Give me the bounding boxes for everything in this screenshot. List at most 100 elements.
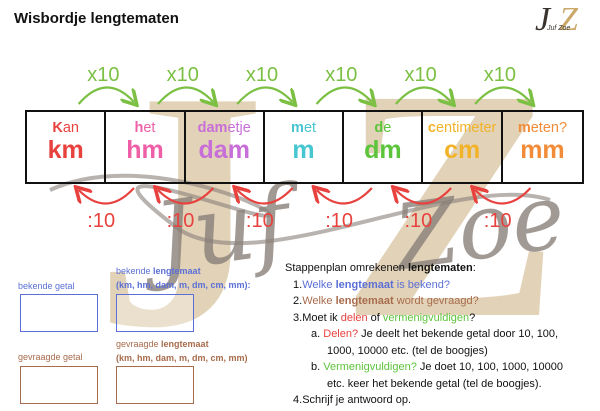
page-title: Wisbordje lengtematen [14,10,179,27]
divide-arrow [237,188,294,205]
divide-arrow [158,188,215,205]
step-4: 4.Schrijf je antwoord op. [285,392,595,409]
multiply-arrow [474,86,530,104]
step-3-q: ? [469,311,476,324]
unit-abbr: mm [520,136,565,164]
stappenplan-heading: Stappenplan omrekenen lengtematen: [285,260,595,277]
divide-arrow [317,188,373,205]
step-1-c: is bekend? [393,278,450,291]
multiply-arrow [157,86,213,104]
step-3-a: Moet ik [302,311,341,324]
unit-word: met [265,120,342,136]
step-2-text: Welke lengtemaat wordt gevraagd? [302,295,479,307]
unit-word-rest: etje [227,120,251,136]
step-1-text: Welke lengtemaat is bekend? [302,279,450,291]
heading-bold: lengtematen [407,262,473,274]
unit-word: centimeter [423,120,500,136]
multiply-label: x10 [166,64,199,86]
bekende-lengtemaat-box[interactable] [116,294,194,332]
gevraagde-getal-box[interactable] [20,366,98,404]
step-3a-text: Je deelt het bekende getal door 10, 100, [358,328,559,340]
multiply-label: x10 [87,64,120,86]
step-4-text: Schrijf je antwoord op. [302,394,412,406]
bekende-getal-box[interactable] [20,294,98,332]
step-2-b: lengtemaat [335,295,394,307]
multiply-arrow [236,86,292,104]
step-3-vermenigvuldigen: vermenigvuldigen [382,311,470,324]
unit-word: de [344,120,421,136]
unit-word: het [106,120,183,136]
heading-post: : [472,262,476,274]
label-bekende-prefix: bekende [116,266,154,276]
multiply-label: x10 [245,64,279,86]
step-3a-delen: Delen? [323,328,359,340]
label-bekende-bold: lengtemaat [153,266,201,276]
divide-label: :10 [483,210,512,232]
unit-word-prefix: c [427,120,436,136]
unit-abbr: dam [198,136,250,164]
step-2-num: 2. [293,295,303,307]
label-gevraagde-bold: lengtemaat [161,339,209,349]
unit-word-rest: entimeter [435,120,497,136]
unit-word-rest: et [303,120,317,136]
label-bekende-getal: bekende getal [18,281,75,291]
divide-label: :10 [325,210,353,232]
stappenplan: Stappenplan omrekenen lengtematen: 1.Wel… [285,260,595,409]
step-3a-num: a. [311,328,321,340]
unit-word-prefix: K [52,120,63,136]
unit-word-prefix: d [374,120,384,136]
unit-abbr: cm [444,136,481,164]
multiply-label: x10 [483,64,517,86]
unit-word: dametje [186,120,263,136]
logo-letter-z: Z [559,1,578,38]
unit-abbr: dm [364,136,402,164]
step-3b-verm: Vermenigvuldigen? [323,361,417,373]
multiply-arrow [395,86,451,104]
step-2: 2.Welke lengtemaat wordt gevraagd? [285,293,595,310]
divide-arrow [475,188,532,205]
unit-word-rest: an [62,120,79,136]
divide-label: :10 [166,210,195,232]
divide-label: :10 [404,210,433,232]
step-3-num: 3. [293,311,303,324]
logo-letter-j: J [535,1,551,38]
unit-word-rest: e [383,120,392,136]
gevraagde-lengtemaat-box[interactable] [116,366,194,404]
step-3: 3.Moet ik delen of vermenigvuldigen? [285,310,595,327]
unit-word-prefix: dam [197,120,228,136]
label-gevraagde-units: (km, hm, dam, m, dm, cm, mm) [116,353,248,363]
unit-word-rest: et [143,120,156,136]
unit-abbr: km [47,136,84,164]
step-3a: a. Delen? Je deelt het bekende getal doo… [285,326,595,343]
unit-word: Kan [27,120,104,136]
multiply-arrow [315,86,372,104]
step-2-c: wordt gevraagd? [393,295,479,307]
unit-word: meten? [503,120,582,136]
divide-arrow [79,188,135,205]
divide-label: :10 [87,210,116,232]
label-gevraagde-prefix: gevraagde [116,339,162,349]
step-3-of: of [367,311,383,324]
divide-label: :10 [245,210,274,232]
unit-abbr: m [292,136,315,164]
unit-word-prefix: m [517,120,531,136]
unit-cell-mm: meten?mm [503,112,582,182]
multiply-label: x10 [404,64,437,86]
label-gevraagde-lengtemaat: gevraagde lengtemaat [116,339,209,349]
unit-word-prefix: h [134,120,144,136]
logo: J Z Juf Zoe [533,1,591,43]
label-bekende-units: (km, hm, dam, m, dm, cm, mm): [116,280,251,290]
unit-word-rest: eten? [530,120,568,136]
step-3b: b. Vermenigvuldigen? Je doet 10, 100, 10… [285,359,595,376]
step-3b-text: Je doet 10, 100, 1000, 10000 [416,361,564,373]
step-3b-cont: etc. keer het bekende getal (tel de boog… [327,377,542,390]
step-3b-num: b. [311,361,321,373]
unit-word-prefix: m [291,120,304,136]
